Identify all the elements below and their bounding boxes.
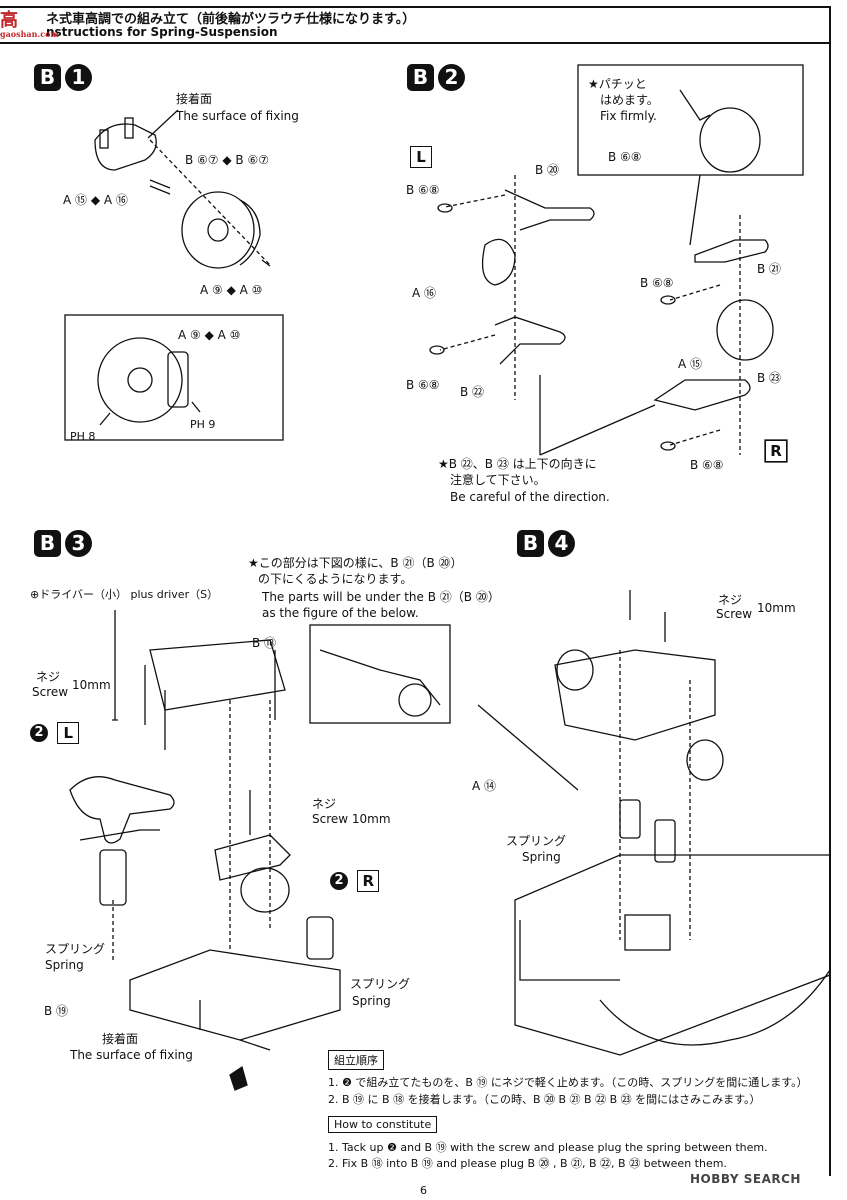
page-number: 6 <box>420 1184 427 1197</box>
b2-direction-note-jp2: 注意して下さい。 <box>450 473 546 487</box>
b3-ref-step2-left: 2 L <box>30 722 80 744</box>
b3-note-jp2: の下にくるようになります。 <box>258 572 413 586</box>
b2-part-b68-a: B ⑥⑧ <box>406 183 440 197</box>
step-b3-badge: B 3 <box>34 530 92 557</box>
b2-left-marker: L <box>410 146 432 168</box>
b3-surface-jp: 接着面 <box>102 1032 139 1046</box>
b3-ref-step2-right-number: 2 <box>330 872 348 890</box>
b1-inset-part-a9: A ⑨ ◆ A ⑩ <box>178 328 241 342</box>
b2-fix-note-jp2: はめます。 <box>600 93 659 107</box>
b2-direction-note-jp1: ★B ㉒、B ㉓ は上下の向きに <box>438 457 597 471</box>
b1-brake-assembly-drawing <box>64 109 284 441</box>
b2-part-b68-e: B ⑥⑧ <box>690 458 724 472</box>
b3-screw2-en: Screw 10mm <box>312 812 391 826</box>
b3-spring2-jp: スプリング <box>350 977 411 991</box>
b2-suspension-arms-drawing <box>429 64 804 463</box>
b3-spring-en: Spring <box>45 958 84 972</box>
order-jp-line2: 2. B ⑲ に B ⑱ を接着します。（この時、B ⑳ B ㉑ B ㉒ B ㉓… <box>328 1093 761 1106</box>
b2-fix-note-jp1: ★パチッと <box>588 77 647 91</box>
step-b2-letter: B <box>407 64 434 91</box>
b2-part-b22: B ㉒ <box>460 385 485 399</box>
b1-part-b67: B ⑥⑦ ◆ B ⑥⑦ <box>185 153 269 167</box>
watermark: HOBBY SEARCH <box>690 1172 801 1186</box>
b4-screw-length: 10mm <box>757 601 796 615</box>
b3-ref-step2-right: 2 R <box>330 870 380 892</box>
b2-part-a16: A ⑯ <box>412 286 437 300</box>
b1-part-a15: A ⑮ ◆ A ⑯ <box>63 193 128 207</box>
b1-label-ph9: PH 9 <box>190 418 216 431</box>
b2-direction-note-en: Be careful of the direction. <box>450 490 610 504</box>
b3-screw-length: 10mm <box>72 678 111 692</box>
b3-ref-step2-right-letter: R <box>357 870 380 892</box>
b2-right-marker: R <box>765 440 787 462</box>
order-title-en: How to constitute <box>328 1116 438 1133</box>
b3-ref-step2-left-number: 2 <box>30 724 48 742</box>
b4-spring-jp: スプリング <box>506 834 567 848</box>
b4-screw-jp: ネジ <box>718 593 743 607</box>
b3-surface-en: The surface of fixing <box>70 1048 193 1062</box>
header-title-en: nstructions for Spring-Suspension <box>46 25 278 39</box>
b2-part-b23: B ㉓ <box>757 371 782 385</box>
b2-part-b20: B ⑳ <box>535 163 560 177</box>
b3-screw-jp: ネジ <box>36 670 61 684</box>
b3-spring2-en: Spring <box>352 994 391 1008</box>
b4-screw-en: Screw <box>716 607 753 621</box>
b1-label-ph8: PH 8 <box>70 430 96 443</box>
order-en-line2: 2. Fix B ⑱ into B ⑲ and please plug B ⑳ … <box>328 1157 727 1170</box>
step-b1-letter: B <box>34 64 61 91</box>
b2-part-b21: B ㉑ <box>757 262 782 276</box>
b4-part-a14: A ⑭ <box>472 779 497 793</box>
b1-surface-jp: 接着面 <box>176 92 213 106</box>
page-header: ネ式車高調での組み立て（前後輪がツラウチ仕様になります。） nstruction… <box>0 6 830 44</box>
b2-part-b68-c: B ⑥⑧ <box>608 150 642 164</box>
b3-driver-label: ⊕ドライバー（小） plus driver（S） <box>30 588 219 601</box>
b1-part-a9: A ⑨ ◆ A ⑩ <box>200 283 263 297</box>
b3-note-en2: as the figure of the below. <box>262 606 419 620</box>
b3-chassis-assembly-drawing <box>69 610 451 1091</box>
b4-front-assembly-drawing <box>477 590 831 1056</box>
step-b2-number: 2 <box>438 64 465 91</box>
order-title-jp: 組立順序 <box>328 1050 384 1070</box>
b3-note-en1: The parts will be under the B ㉑（B ⑳） <box>262 590 500 604</box>
header-rule <box>0 6 830 44</box>
b3-screw-en: Screw <box>32 685 69 699</box>
step-b3-letter: B <box>34 530 61 557</box>
step-b4-letter: B <box>517 530 544 557</box>
site-logo: 高 gaoshan.com <box>0 6 59 39</box>
step-b1-number: 1 <box>65 64 92 91</box>
page-border <box>829 6 831 1176</box>
step-b2-badge: B 2 <box>407 64 465 91</box>
b3-spring-jp: スプリング <box>45 942 106 956</box>
b2-part-b68-b: B ⑥⑧ <box>406 378 440 392</box>
b2-fix-note-en: Fix firmly. <box>600 109 657 123</box>
b2-part-b68-d: B ⑥⑧ <box>640 276 674 290</box>
b3-part-b18: B ⑱ <box>252 636 277 650</box>
b3-note-jp1: ★この部分は下図の様に、B ㉑（B ⑳） <box>248 556 463 570</box>
order-en-line1: 1. Tack up ❷ and B ⑲ with the screw and … <box>328 1141 768 1154</box>
step-b4-number: 4 <box>548 530 575 557</box>
site-logo-text: 高 <box>0 10 18 31</box>
b3-screw2-jp: ネジ <box>312 797 337 811</box>
b3-ref-step2-left-letter: L <box>57 722 80 744</box>
step-b4-badge: B 4 <box>517 530 575 557</box>
header-title-jp: ネ式車高調での組み立て（前後輪がツラウチ仕様になります。） <box>46 12 416 27</box>
step-b1-badge: B 1 <box>34 64 92 91</box>
step-b3-number: 3 <box>65 530 92 557</box>
b2-part-a15: A ⑮ <box>678 357 703 371</box>
b1-surface-en: The surface of fixing <box>176 109 299 123</box>
b4-spring-en: Spring <box>522 850 561 864</box>
order-jp-line1: 1. ❷ で組み立てたものを、B ⑲ にネジで軽く止めます。（この時、スプリング… <box>328 1076 808 1089</box>
b3-part-b19: B ⑲ <box>44 1004 69 1018</box>
site-logo-sub: gaoshan.com <box>0 29 59 39</box>
